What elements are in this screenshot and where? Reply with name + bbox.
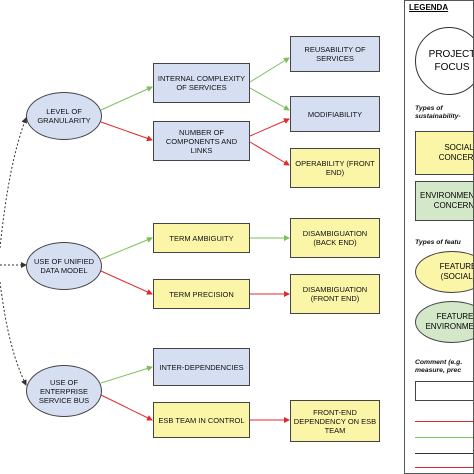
legend-environmental-concern: ENVIRONMENTAL CONCERN (415, 181, 474, 221)
node-label: NUMBER OF COMPONENTS AND LINKS (165, 127, 238, 155)
node-internal-complexity: INTERNAL COMPLEXITY OF SERVICES (153, 63, 250, 103)
arrow-components-operability (249, 141, 290, 166)
legend-title: LEGENDA (409, 3, 449, 12)
legend-feature-environmental: FEATURE ENVIRONMENT (415, 301, 474, 343)
arrow-unified-ambiguity (100, 237, 153, 260)
node-label: REUSABILITY OF SERVICES (304, 45, 366, 63)
node-label: USE OF ENTERPRISE SERVICE BUS (38, 377, 90, 405)
legend-project-focus: PROJECT FOCUS (415, 27, 474, 95)
legend-label: SOCIAL CONCERN (438, 143, 474, 162)
arrow-unified-precision (100, 270, 153, 295)
legend-line-black (415, 453, 473, 454)
node-number-of-components: NUMBER OF COMPONENTS AND LINKS (153, 121, 250, 161)
arrow-granularity-components (100, 121, 153, 142)
node-term-precision: TERM PRECISION (153, 279, 250, 309)
node-label: USE OF UNIFIED DATA MODEL (33, 257, 94, 275)
node-label: TERM AMBIGUITY (169, 233, 234, 243)
legend-label: PROJECT FOCUS (428, 49, 474, 73)
legend-line-green (415, 437, 473, 438)
legend-comment-label: Comment (e.g. measure, prec (415, 359, 463, 374)
dashed-arrow-to-granularity (0, 117, 28, 249)
node-use-of-unified-data-model: USE OF UNIFIED DATA MODEL (26, 242, 102, 290)
arrow-esb-interdependencies (100, 365, 153, 384)
node-inter-dependencies: INTER-DEPENDENCIES (153, 348, 250, 386)
node-reusability-of-services: REUSABILITY OF SERVICES (290, 36, 380, 72)
node-disambiguation-front-end: DISAMBIGUATION (FRONT END) (290, 274, 380, 314)
node-modifiability: MODIFIABILITY (290, 96, 380, 132)
arrow-complexity-modifiability (249, 87, 290, 111)
legend-social-concern: SOCIAL CONCERN (415, 131, 474, 175)
arrow-components-modifiability (249, 118, 290, 137)
node-label: INTER-DEPENDENCIES (159, 362, 244, 372)
node-esb-team-in-control: ESB TEAM IN CONTROL (153, 402, 250, 438)
node-label: FRONT-END DEPENDENCY ON ESB TEAM (293, 407, 377, 435)
node-disambiguation-back-end: DISAMBIGUATION (BACK END) (290, 218, 380, 258)
node-label: INTERNAL COMPLEXITY OF SERVICES (157, 74, 246, 92)
legend-panel: LEGENDA PROJECT FOCUS Types of sustainab… (404, 0, 474, 474)
legend-label: FEATURE ENVIRONMENT (425, 312, 474, 331)
legend-line-red (415, 421, 473, 422)
legend-comment-box (415, 381, 473, 401)
legend-line-red-2 (415, 467, 473, 468)
dashed-arrow-to-esb (0, 281, 27, 386)
node-label: OPERABILITY (FRONT END) (295, 159, 375, 177)
node-label: DISAMBIGUATION (FRONT END) (302, 285, 368, 303)
arrow-complexity-reusability (249, 57, 290, 83)
node-label: ESB TEAM IN CONTROL (158, 415, 245, 425)
legend-label: FEATURE (SOCIAL) (439, 262, 474, 281)
node-label: DISAMBIGUATION (BACK END) (302, 229, 368, 247)
node-label: MODIFIABILITY (307, 109, 363, 119)
node-front-end-dependency: FRONT-END DEPENDENCY ON ESB TEAM (290, 400, 380, 442)
node-term-ambiguity: TERM AMBIGUITY (153, 223, 250, 253)
node-level-of-granularity: LEVEL OF GRANULARITY (26, 92, 102, 140)
node-label: LEVEL OF GRANULARITY (37, 107, 91, 125)
arrow-esb-team (100, 394, 153, 421)
node-operability-front-end: OPERABILITY (FRONT END) (290, 148, 380, 188)
legend-types-features-label: Types of featu (415, 239, 461, 246)
legend-types-concerns-label: Types of sustainability- (415, 105, 461, 120)
legend-feature-social: FEATURE (SOCIAL) (415, 251, 474, 293)
arrow-granularity-complexity (100, 86, 153, 111)
node-use-of-enterprise-service-bus: USE OF ENTERPRISE SERVICE BUS (26, 365, 102, 417)
node-label: TERM PRECISION (169, 289, 234, 299)
legend-label: ENVIRONMENTAL CONCERN (420, 191, 474, 210)
